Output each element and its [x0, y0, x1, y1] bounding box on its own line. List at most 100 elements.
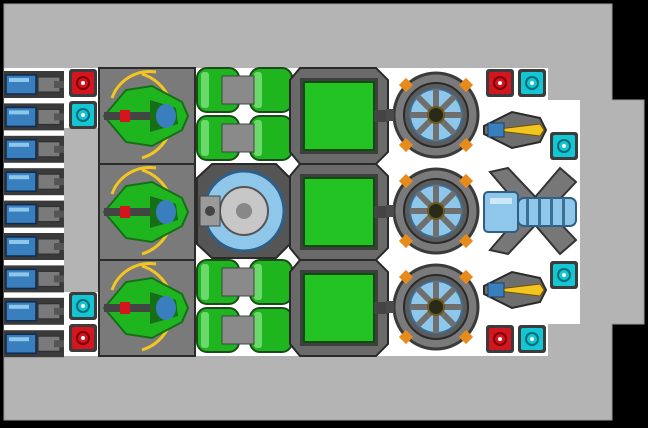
- gear-module-icon[interactable]: [386, 263, 480, 351]
- green-fuel-tank-icon: [196, 115, 293, 161]
- orange-bolt-icon: [458, 269, 474, 285]
- fighter-bay[interactable]: [98, 67, 196, 165]
- cyan-system-button[interactable]: [518, 325, 546, 353]
- battery-cell-icon: [5, 106, 37, 128]
- green-display-panel-icon[interactable]: [289, 259, 389, 357]
- green-fighter-ship-icon: [102, 276, 190, 340]
- battery-cell: [4, 103, 64, 131]
- plasma-barrel-ring: [550, 198, 553, 226]
- fighter-bay[interactable]: [98, 163, 196, 261]
- fuel-tank-highlight: [254, 264, 262, 300]
- battery-cell-icon: [5, 139, 37, 160]
- battery-cell-icon: [5, 203, 37, 225]
- gear-hub: [427, 202, 445, 220]
- cyan-button-dot-icon: [530, 81, 534, 85]
- fighter-bays: [98, 67, 196, 357]
- green-display-panel-icon[interactable]: [289, 163, 389, 261]
- fighter-canopy: [156, 296, 176, 320]
- green-fighter-ship-icon: [102, 84, 190, 148]
- plasma-barrel-ring: [562, 198, 565, 226]
- red-button-dot-icon: [498, 81, 502, 85]
- battery-cell-icon: [5, 74, 37, 95]
- battery-cell: [4, 233, 64, 260]
- yellow-orbit-arc-icon: [110, 166, 157, 195]
- green-screen-bank: [289, 67, 389, 357]
- battery-highlight: [9, 240, 29, 244]
- red-button-ring-icon: [76, 331, 90, 345]
- cyan-button-dot-icon: [81, 304, 85, 308]
- battery-cell-icon: [5, 301, 37, 322]
- plasma-barrel-ring: [538, 198, 541, 226]
- fuel-tank-bank: [196, 67, 293, 353]
- laser-barrel: [489, 283, 545, 297]
- plasma-barrel: [517, 197, 577, 227]
- red-button-dot-icon: [81, 336, 85, 340]
- fuel-pipe-coupler: [221, 123, 255, 153]
- display-connector: [374, 302, 388, 314]
- yellow-laser-cannon-icon[interactable]: [483, 110, 548, 150]
- orange-bolt-icon: [458, 77, 474, 93]
- battery-cell-icon: [5, 333, 37, 354]
- reactor-core-hub: [236, 203, 252, 219]
- red-system-button[interactable]: [69, 69, 97, 97]
- gear-module-icon[interactable]: [386, 167, 480, 255]
- red-button-dot-icon: [81, 81, 85, 85]
- red-button-ring-icon: [76, 76, 90, 90]
- red-system-button[interactable]: [486, 325, 514, 353]
- fighter-bay[interactable]: [98, 259, 196, 357]
- cyan-system-button[interactable]: [69, 101, 97, 129]
- green-fuel-tank-icon: [196, 307, 293, 353]
- red-weapon-light-icon: [120, 302, 130, 314]
- fuel-pipe-coupler: [221, 75, 255, 105]
- display-connector: [374, 206, 388, 218]
- fuel-pipe-coupler: [221, 267, 255, 297]
- battery-cell: [4, 168, 64, 196]
- red-button-ring-icon: [493, 76, 507, 90]
- laser-emitter: [487, 122, 505, 138]
- fuel-tank-highlight: [201, 312, 209, 348]
- battery-cell: [4, 297, 64, 325]
- red-system-button[interactable]: [486, 69, 514, 97]
- reactor-dome-icon[interactable]: [196, 163, 291, 259]
- orange-bolt-icon: [458, 233, 474, 249]
- battery-cell-icon: [5, 171, 37, 192]
- yellow-laser-cannon-icon[interactable]: [483, 270, 548, 310]
- gear-connector: [386, 205, 394, 217]
- green-display-panel-icon[interactable]: [289, 67, 389, 165]
- battery-cell: [4, 71, 64, 98]
- gear-connector: [386, 109, 394, 121]
- cyan-button-ring-icon: [76, 108, 90, 122]
- cyan-system-button[interactable]: [518, 69, 546, 97]
- cyan-button-dot-icon: [530, 337, 534, 341]
- orange-bolt-icon: [398, 329, 414, 345]
- red-system-button[interactable]: [69, 324, 97, 352]
- battery-terminal: [54, 243, 64, 250]
- fuel-tank-highlight: [201, 72, 209, 108]
- cyan-system-button[interactable]: [550, 132, 578, 160]
- red-button-dot-icon: [498, 337, 502, 341]
- battery-terminal: [54, 307, 64, 315]
- gear-module-icon[interactable]: [386, 71, 480, 159]
- orange-bolt-icon: [398, 173, 414, 189]
- orange-bolt-icon: [398, 137, 414, 153]
- battery-cell: [4, 135, 64, 163]
- battery-highlight: [9, 272, 29, 277]
- left-notch: [64, 128, 98, 292]
- display-screen: [303, 273, 375, 343]
- blue-plasma-cannon-icon[interactable]: [483, 166, 578, 256]
- cyan-button-ring-icon: [525, 332, 539, 346]
- plasma-barrel-ring: [526, 198, 529, 226]
- laser-emitter: [487, 282, 505, 298]
- cyan-button-dot-icon: [81, 113, 85, 117]
- laser-barrel: [489, 123, 545, 137]
- cyan-system-button[interactable]: [69, 292, 97, 320]
- battery-cell-icon: [5, 268, 37, 290]
- display-screen: [303, 81, 375, 151]
- green-fighter-ship-icon: [102, 180, 190, 244]
- cyan-system-button[interactable]: [550, 261, 578, 289]
- battery-terminal: [54, 210, 64, 218]
- battery-highlight: [9, 337, 29, 342]
- gear-hub: [427, 298, 445, 316]
- orange-bolt-icon: [458, 329, 474, 345]
